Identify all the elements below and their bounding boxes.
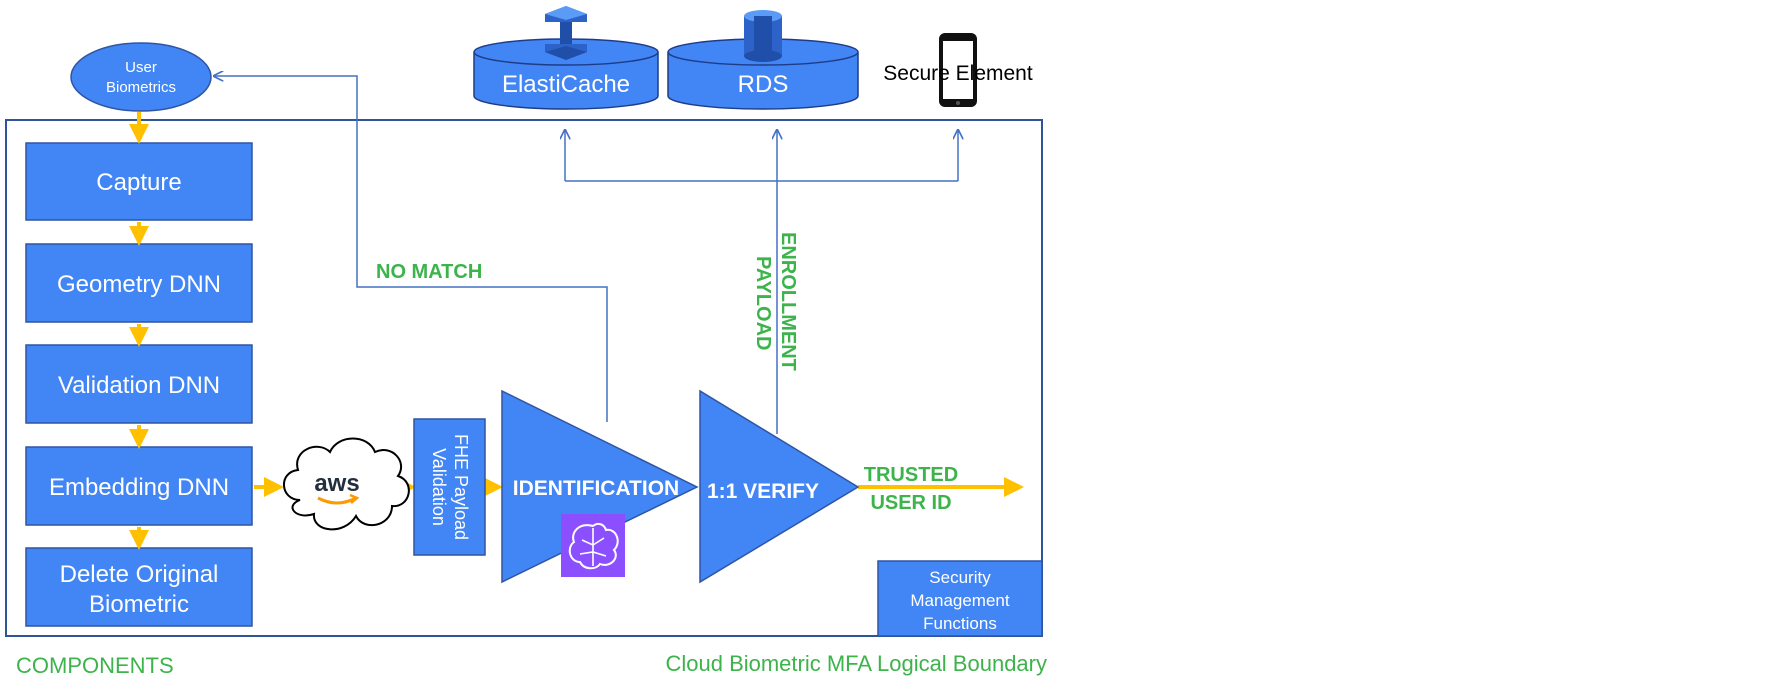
aws-cloud: aws: [283, 437, 410, 531]
user-id-label: USER ID: [870, 492, 951, 514]
elasticache-icon: [545, 6, 587, 60]
brain-ml-icon: [561, 514, 625, 577]
smartphone-icon: [939, 33, 977, 107]
payload-label: PAYLOAD: [752, 256, 774, 350]
security-management-box: Security Management Functions: [877, 560, 1043, 637]
capture-box: Capture: [25, 142, 253, 221]
identification-label: IDENTIFICATION: [513, 477, 679, 500]
enrollment-label: ENROLLMENT: [777, 232, 799, 371]
logical-boundary: [5, 119, 1043, 637]
delete-biometric-line1: Delete Original: [60, 561, 219, 588]
components-label: COMPONENTS: [16, 653, 174, 678]
trusted-label: TRUSTED: [864, 464, 958, 486]
user-biometrics-line2: Biometrics: [106, 79, 176, 96]
geometry-dnn-box: Geometry DNN: [25, 243, 253, 323]
fhe-validation-box: FHE Payload Validation: [413, 418, 486, 556]
user-biometrics-line1: User: [125, 59, 157, 76]
security-line1: Security: [929, 568, 991, 587]
rds-database-icon: [744, 10, 782, 62]
secure-element-label: Secure Element: [883, 62, 1033, 85]
security-line2: Management: [910, 591, 1010, 610]
boundary-label: Cloud Biometric MFA Logical Boundary: [665, 651, 1047, 676]
pipeline-arrows: [129, 112, 1024, 550]
security-line3: Functions: [923, 614, 997, 633]
delete-biometric-box: Delete Original Biometric: [25, 547, 253, 627]
enrollment-connectors: [565, 130, 958, 434]
verify-node: 1:1 VERIFY: [699, 389, 860, 584]
embedding-dnn-box: Embedding DNN: [25, 446, 253, 526]
delete-biometric-line2: Biometric: [89, 591, 189, 618]
no-match-label: NO MATCH: [376, 261, 482, 283]
aws-label: aws: [314, 470, 359, 497]
rds-store: RDS: [667, 10, 859, 110]
fhe-line2: Validation: [429, 448, 449, 526]
secure-element-store: Secure Element: [883, 33, 1033, 107]
fhe-line1: FHE Payload: [451, 434, 471, 540]
aws-cloud-icon: [283, 437, 410, 531]
rds-label: RDS: [738, 71, 789, 98]
validation-dnn-label: Validation DNN: [58, 372, 220, 399]
elasticache-label: ElastiCache: [502, 71, 630, 98]
embedding-dnn-label: Embedding DNN: [49, 474, 229, 501]
capture-label: Capture: [96, 169, 181, 196]
validation-dnn-box: Validation DNN: [25, 344, 253, 424]
no-match-connector: [214, 76, 608, 422]
elasticache-store: ElastiCache: [473, 6, 659, 110]
geometry-dnn-label: Geometry DNN: [57, 271, 221, 298]
verify-label: 1:1 VERIFY: [707, 480, 819, 503]
identification-node: IDENTIFICATION: [501, 389, 699, 584]
user-biometrics-node: User Biometrics: [70, 42, 212, 112]
